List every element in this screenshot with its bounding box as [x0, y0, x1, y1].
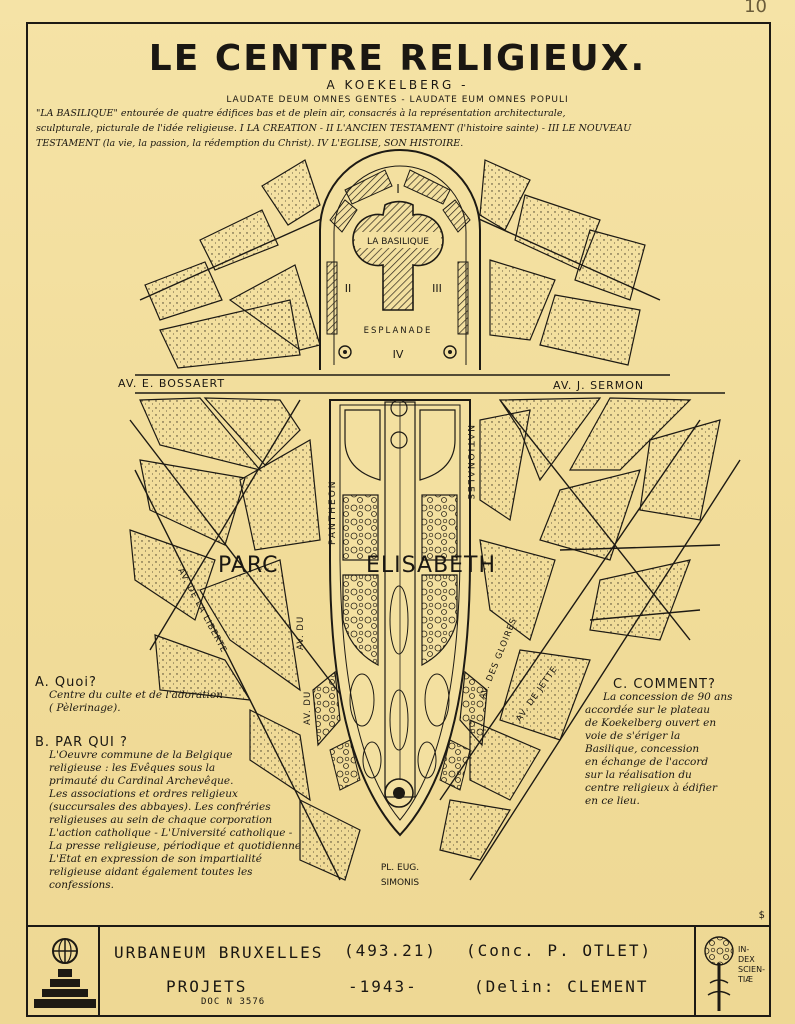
street-sermon: AV. J. SERMON: [553, 379, 644, 392]
park-label-right: ELISABETH: [366, 553, 496, 578]
index-scientiae-line: SCIEN-: [738, 965, 765, 974]
esplanade-label: ESPLANADE: [364, 326, 433, 336]
note-b-line: (succursales des abbayes). Les confrérie…: [49, 801, 271, 813]
footer-conc: (Conc. P. OTLET): [466, 941, 653, 960]
street-av-du: AV. DU: [296, 616, 306, 650]
note-c-line: de Koekelberg ouvert en: [585, 717, 717, 729]
note-c-line: La concession de 90 ans: [603, 691, 733, 703]
description-line: TESTAMENT (la vie, la passion, la rédemp…: [36, 138, 464, 149]
street-bossaert: AV. E. BOSSAERT: [118, 377, 225, 390]
label-roman-IV: IV: [393, 348, 404, 361]
note-b-line: Les associations et ordres religieux: [49, 788, 238, 800]
note-b-line: religieuses au sein de chaque corporatio…: [49, 814, 273, 826]
label-roman-I: I: [396, 182, 400, 196]
pantheon-label: PANTHEON: [328, 479, 338, 545]
note-c-line: Basilique, concession: [585, 743, 700, 755]
note-b-line: religieuse : les Evêques sous la: [49, 762, 216, 774]
basilica-cross: [352, 200, 444, 311]
note-b-line: L'action catholique - L'Université catho…: [49, 827, 293, 839]
page-subtitle: A KOEKELBERG -: [326, 78, 469, 92]
urban-blocks-upper: [144, 159, 646, 369]
note-b-line: confessions.: [49, 879, 115, 891]
park-label-left: PARC: [218, 553, 278, 578]
motto-line: LAUDATE DEUM OMNES GENTES - LAUDATE EUM …: [226, 95, 569, 105]
note-c: C. COMMENT? La concession de 90 ans acco…: [585, 678, 765, 808]
parc-elisabeth: [312, 399, 488, 837]
note-b-line: L'Etat en expression de son impartialité: [49, 853, 262, 865]
page-title: LE CENTRE RELIGIEUX.: [148, 38, 647, 79]
footer-ref: (493.21): [344, 941, 438, 960]
note-a-line: ( Pèlerinage).: [49, 702, 121, 714]
roads: [129, 214, 741, 881]
basilica-label: LA BASILIQUE: [367, 237, 429, 247]
note-c-line: voie de s'ériger la: [585, 730, 681, 742]
note-b: B. PAR QUI ? L'Oeuvre commune de la Belg…: [35, 736, 355, 892]
note-a-heading: A. Quoi?: [35, 675, 97, 690]
description: "LA BASILIQUE" entourée de quatre édific…: [36, 106, 766, 151]
urban-blocks-lower: [129, 397, 721, 881]
footer-projets: PROJETS: [166, 977, 248, 996]
note-c-heading: C. COMMENT?: [613, 677, 716, 692]
note-b-line: La presse religieuse, périodique et quot…: [49, 840, 302, 852]
note-c-line: accordée sur le plateau: [585, 704, 711, 716]
place-label-line2: SIMONIS: [381, 878, 420, 888]
label-roman-II: II: [345, 282, 352, 295]
index-scientiae-line: IN-: [738, 945, 750, 954]
basilica-enclosure: [319, 149, 481, 370]
index-scientiae-label: IN- DEX SCIEN- TIÆ: [738, 945, 765, 985]
title-block: URBANEUM BRUXELLES (493.21) (Conc. P. OT…: [26, 925, 771, 1017]
title-block-divider: [98, 927, 100, 1017]
footer-delin: (Delin: CLEMENT: [474, 977, 649, 996]
note-c-line: centre religieux à édifier: [585, 782, 718, 794]
title-block-divider: [694, 927, 696, 1017]
index-scientiae-line: TIÆ: [738, 975, 754, 984]
note-a: A. Quoi? Centre du culte et de l'adorati…: [35, 676, 295, 715]
street-av-du-2: AV. DU: [303, 691, 313, 725]
note-c-line: sur la réalisation du: [585, 769, 692, 781]
note-a-line: Centre du culte et de l'adoration: [49, 689, 223, 701]
note-b-line: L'Oeuvre commune de la Belgique: [49, 749, 233, 761]
note-b-line: religieuse aidant également toutes les: [49, 866, 253, 878]
note-c-line: en ce lieu.: [585, 795, 640, 807]
note-b-line: primauté du Cardinal Archevêque.: [49, 775, 234, 787]
nationales-label: NATIONALES: [465, 425, 475, 502]
index-scientiae-line: DEX: [738, 955, 755, 964]
note-b-heading: B. PAR QUI ?: [35, 735, 128, 750]
place-label-line1: PL. EUG.: [381, 863, 419, 873]
note-c-line: en échange de l'accord: [585, 756, 709, 768]
mundaneum-pyramid-icon: [34, 938, 96, 1008]
border-frame: [26, 22, 771, 1017]
label-roman-III: III: [432, 282, 442, 295]
description-line: sculpturale, picturale de l'idée religie…: [36, 123, 632, 134]
corner-number: 10: [744, 0, 767, 17]
footer-doc: DOC N 3576: [201, 997, 266, 1007]
footer-year: -1943-: [348, 977, 418, 996]
signature-mark: $: [758, 910, 765, 921]
tree-of-knowledge-icon: [704, 936, 734, 1011]
description-line: "LA BASILIQUE" entourée de quatre édific…: [36, 108, 566, 119]
footer-org: URBANEUM BRUXELLES: [114, 943, 324, 962]
